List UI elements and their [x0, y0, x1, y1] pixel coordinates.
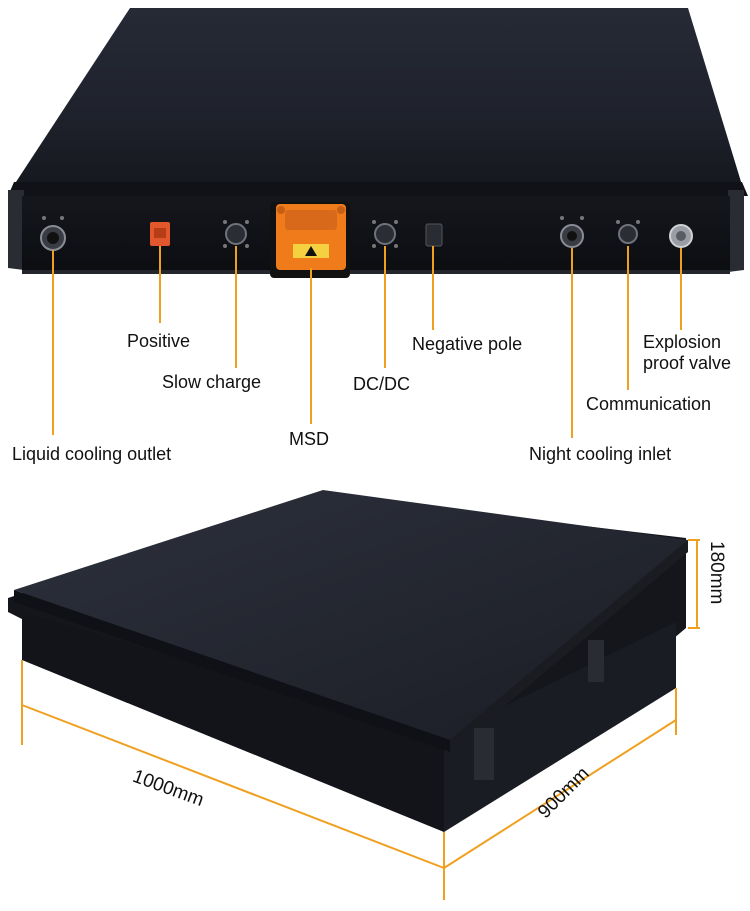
communication-connector-icon	[616, 220, 640, 244]
right-side	[444, 622, 676, 832]
lid-top	[14, 490, 688, 740]
msd-label: MSD	[289, 429, 329, 449]
msd-switch-icon	[270, 202, 350, 278]
cooling-inlet-icon	[560, 216, 584, 248]
explosion-proof-valve-icon	[669, 224, 693, 248]
leader-lines	[52, 246, 682, 438]
positive-terminal-icon	[150, 222, 170, 246]
liquid-outlet-label: Liquid cooling outlet	[12, 444, 172, 464]
communication-label: Communication	[586, 394, 712, 414]
night-inlet-label: Night cooling inlet	[529, 444, 672, 464]
explosion-valve-label-line2: proof valve	[643, 353, 732, 373]
negative-pole-label: Negative pole	[412, 334, 523, 354]
positive-label: Positive	[127, 331, 191, 351]
slow-charge-connector-icon	[223, 220, 249, 248]
lid-surface	[14, 8, 742, 185]
dc-dc-connector-icon	[372, 220, 398, 248]
top-battery-view	[8, 8, 748, 438]
height-dimension-label: 180mm	[706, 541, 727, 605]
slow-charge-label: Slow charge	[162, 372, 262, 392]
negative-pole-icon	[425, 223, 443, 247]
explosion-valve-label-line1: Explosion	[643, 332, 722, 352]
bottom-battery-view	[8, 490, 700, 900]
dimension-lines	[21, 539, 700, 900]
dc-dc-label: DC/DC	[353, 374, 410, 394]
front-side	[22, 612, 444, 832]
